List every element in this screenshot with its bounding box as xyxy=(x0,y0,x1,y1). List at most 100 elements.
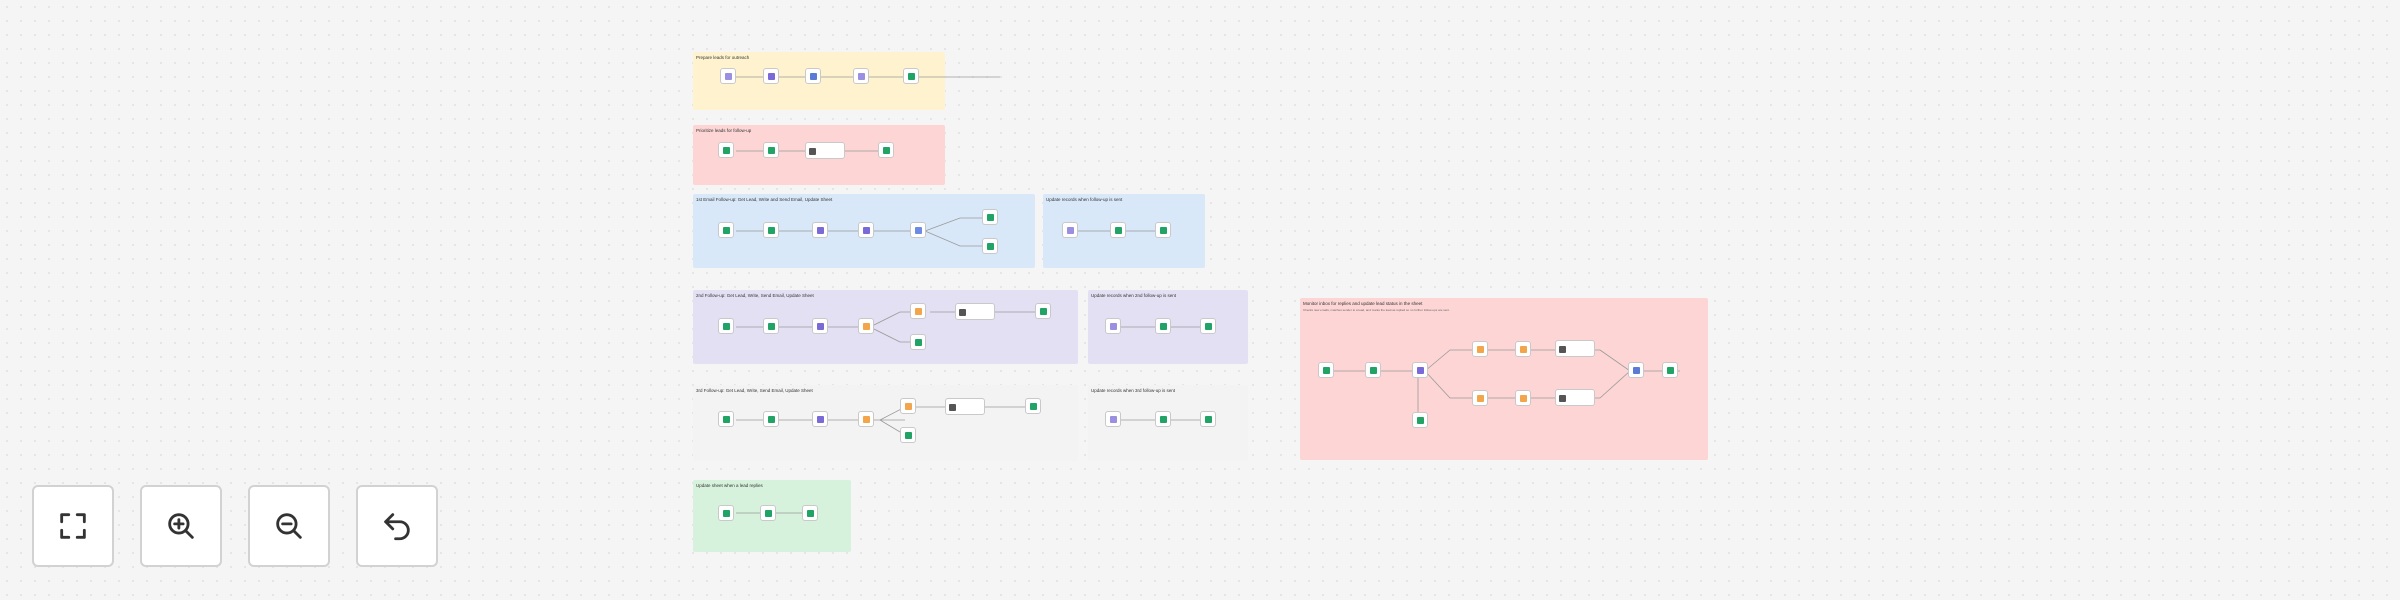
google-sheets-icon xyxy=(768,147,775,154)
workflow-node[interactable] xyxy=(853,68,869,84)
workflow-node[interactable] xyxy=(1110,222,1126,238)
ai-agent-node[interactable] xyxy=(955,303,995,320)
wait-icon xyxy=(1477,395,1484,402)
link-icon xyxy=(858,73,865,80)
wait-icon xyxy=(915,308,922,315)
frame-title: Update sheet when a lead replies xyxy=(696,483,763,488)
google-sheets-icon xyxy=(1030,403,1037,410)
workflow-node[interactable] xyxy=(718,505,734,521)
workflow-node[interactable] xyxy=(812,318,828,334)
workflow-node[interactable] xyxy=(1155,222,1171,238)
workflow-node[interactable] xyxy=(1412,362,1428,378)
workflow-node[interactable] xyxy=(718,222,734,238)
frame-title: 2nd Follow-up: Get Lead, Write, Send Ema… xyxy=(696,293,814,298)
workflow-node[interactable] xyxy=(763,142,779,158)
fit-view-button[interactable] xyxy=(32,485,114,567)
workflow-node[interactable] xyxy=(1472,390,1488,406)
wait-icon xyxy=(1520,346,1527,353)
workflow-node[interactable] xyxy=(910,303,926,319)
workflow-node[interactable] xyxy=(1062,222,1078,238)
workflow-node[interactable] xyxy=(763,68,779,84)
workflow-node[interactable] xyxy=(910,334,926,350)
code-icon xyxy=(1417,367,1424,374)
merge-icon xyxy=(1633,367,1640,374)
ai-agent-node[interactable] xyxy=(1555,340,1595,357)
workflow-node[interactable] xyxy=(760,505,776,521)
workflow-node[interactable] xyxy=(718,142,734,158)
workflow-node[interactable] xyxy=(1025,398,1041,414)
workflow-node[interactable] xyxy=(1628,362,1644,378)
frame-note: Checks new emails, matches sender to a l… xyxy=(1303,308,1450,312)
sticky-note-frame[interactable]: Monitor inbox for replies and update lea… xyxy=(1300,298,1708,460)
workflow-node[interactable] xyxy=(802,505,818,521)
zoom-out-button[interactable] xyxy=(248,485,330,567)
workflow-node[interactable] xyxy=(1365,362,1381,378)
workflow-node[interactable] xyxy=(858,318,874,334)
workflow-node[interactable] xyxy=(1318,362,1334,378)
workflow-node[interactable] xyxy=(858,222,874,238)
google-sheets-icon xyxy=(765,510,772,517)
reset-zoom-button[interactable] xyxy=(356,485,438,567)
workflow-node[interactable] xyxy=(812,411,828,427)
workflow-node[interactable] xyxy=(858,411,874,427)
google-sheets-icon xyxy=(1323,367,1330,374)
google-sheets-icon xyxy=(768,416,775,423)
ai-agent-node[interactable] xyxy=(1555,389,1595,406)
frame-title: Update records when follow-up is sent xyxy=(1046,197,1123,202)
workflow-node[interactable] xyxy=(1155,411,1171,427)
google-sheets-icon xyxy=(1160,227,1167,234)
trigger-icon xyxy=(1067,227,1074,234)
merge-icon xyxy=(810,73,817,80)
ai-agent-icon xyxy=(1559,395,1566,402)
workflow-node[interactable] xyxy=(1472,341,1488,357)
ai-agent-node[interactable] xyxy=(805,142,845,159)
workflow-node[interactable] xyxy=(1200,318,1216,334)
google-sheets-icon xyxy=(768,227,775,234)
workflow-node[interactable] xyxy=(1155,318,1171,334)
workflow-node[interactable] xyxy=(1662,362,1678,378)
workflow-node[interactable] xyxy=(910,222,926,238)
workflow-node[interactable] xyxy=(1412,412,1428,428)
workflow-node[interactable] xyxy=(763,318,779,334)
google-sheets-icon xyxy=(915,339,922,346)
workflow-node[interactable] xyxy=(1105,318,1121,334)
frame-title: 3rd Follow-up: Get Lead, Write, Send Ema… xyxy=(696,388,813,393)
ai-agent-icon xyxy=(959,309,966,316)
google-sheets-icon xyxy=(883,147,890,154)
workflow-node[interactable] xyxy=(763,411,779,427)
workflow-node[interactable] xyxy=(982,238,998,254)
code-icon xyxy=(817,227,824,234)
workflow-node[interactable] xyxy=(900,427,916,443)
workflow-node[interactable] xyxy=(1105,411,1121,427)
workflow-node[interactable] xyxy=(805,68,821,84)
workflow-node[interactable] xyxy=(1515,390,1531,406)
google-sheets-icon xyxy=(1205,416,1212,423)
zoom-in-button[interactable] xyxy=(140,485,222,567)
google-sheets-icon xyxy=(723,416,730,423)
undo-icon xyxy=(384,513,410,541)
workflow-node[interactable] xyxy=(812,222,828,238)
code-icon xyxy=(768,73,775,80)
google-sheets-icon xyxy=(1417,417,1424,424)
workflow-node[interactable] xyxy=(982,209,998,225)
workflow-node[interactable] xyxy=(1035,303,1051,319)
trigger-icon xyxy=(1110,323,1117,330)
wait-icon xyxy=(1477,346,1484,353)
frame-title: 1st Email Follow-up: Get Lead, Write and… xyxy=(696,197,833,202)
workflow-node[interactable] xyxy=(763,222,779,238)
workflow-node[interactable] xyxy=(878,142,894,158)
workflow-node[interactable] xyxy=(720,68,736,84)
workflow-node[interactable] xyxy=(903,68,919,84)
zoom-in-icon xyxy=(168,513,194,539)
ai-agent-icon xyxy=(1559,346,1566,353)
fit-view-icon xyxy=(60,513,86,539)
workflow-node[interactable] xyxy=(1200,411,1216,427)
ai-agent-node[interactable] xyxy=(945,398,985,415)
google-sheets-icon xyxy=(1370,367,1377,374)
wait-icon xyxy=(905,403,912,410)
workflow-node[interactable] xyxy=(900,398,916,414)
workflow-node[interactable] xyxy=(718,318,734,334)
workflow-node[interactable] xyxy=(718,411,734,427)
workflow-node[interactable] xyxy=(1515,341,1531,357)
